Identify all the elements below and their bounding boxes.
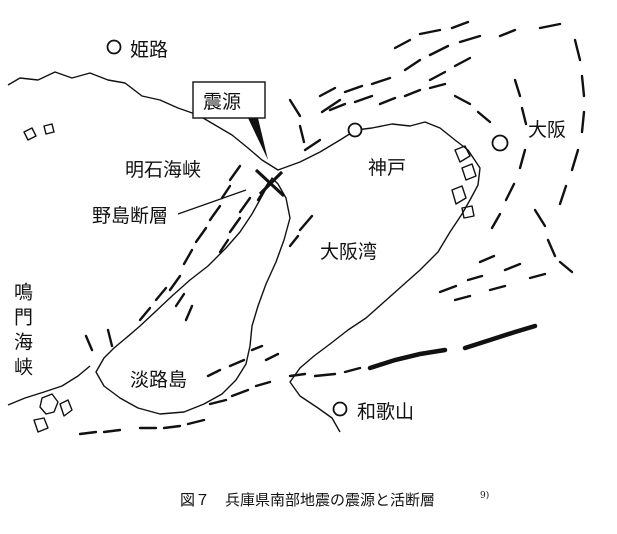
naruto-islets (33, 393, 73, 433)
epicenter-cross-icon (254, 168, 286, 198)
epicenter-callout: 震源 (192, 81, 268, 160)
figure-caption: 図７ 兵庫県南部地震の震源と活断層 (180, 491, 435, 509)
naruto-strait-label: 鳴門海峡 (11, 282, 33, 382)
median-tectonic-line-east (462, 323, 538, 351)
kobe-port-islands (451, 145, 477, 219)
awaji-island-outline (95, 177, 291, 415)
nojima-fault-label: 野島断層 (92, 205, 168, 227)
wakayama-marker-icon (332, 401, 348, 417)
kobe-marker-icon (347, 122, 363, 138)
epicenter-label: 震源 (203, 91, 241, 113)
osaka-marker-icon (491, 134, 509, 152)
himeji-islets (23, 123, 55, 141)
nojima-leader (177, 189, 247, 215)
osaka-bay-label: 大阪湾 (320, 241, 377, 263)
honshu-coastline (7, 71, 481, 433)
shikoku-coastline (7, 365, 91, 406)
caption-reference: 9) (480, 490, 489, 501)
wakayama-label: 和歌山 (357, 401, 414, 423)
median-tectonic-line (367, 347, 448, 371)
himeji-marker-icon (106, 39, 122, 55)
kobe-label: 神戸 (368, 157, 406, 179)
akashi-strait-label: 明石海峡 (125, 159, 201, 181)
awaji-island-label: 淡路島 (130, 369, 187, 391)
osaka-label: 大阪 (528, 119, 566, 141)
himeji-label: 姫路 (130, 39, 168, 61)
active-faults (78, 20, 586, 436)
